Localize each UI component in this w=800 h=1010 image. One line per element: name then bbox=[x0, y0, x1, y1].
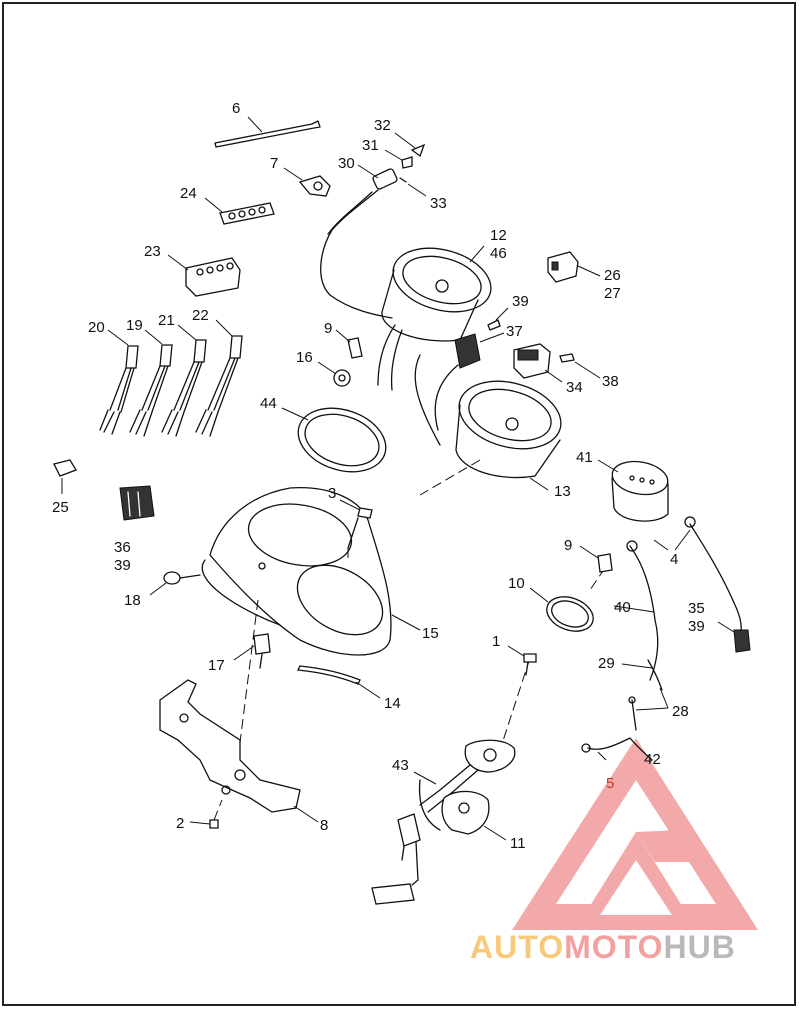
part-3-screw bbox=[339, 499, 373, 549]
callout-25: 25 bbox=[52, 499, 69, 516]
callout-30: 30 bbox=[338, 155, 355, 172]
callout-38: 38 bbox=[602, 373, 619, 390]
watermark-hub: HUB bbox=[663, 929, 735, 965]
part-9-bulb-upper bbox=[335, 329, 363, 359]
part-26-connector bbox=[547, 251, 601, 283]
part-25-clip bbox=[53, 459, 77, 494]
watermark-moto: MOTO bbox=[564, 929, 663, 965]
callout-42: 42 bbox=[644, 751, 661, 768]
watermark-auto: AUTO bbox=[470, 929, 564, 965]
part-4-wire-harness bbox=[626, 516, 742, 681]
part-16-socket bbox=[317, 361, 351, 387]
callout-41: 41 bbox=[576, 449, 593, 466]
callout-18: 18 bbox=[124, 592, 141, 609]
part-12-gauge-upper bbox=[377, 245, 492, 391]
part-43-bracket bbox=[371, 739, 516, 905]
part-42-wire bbox=[581, 737, 653, 761]
part-6-rod bbox=[214, 116, 321, 148]
callout-14: 14 bbox=[384, 695, 401, 712]
callout-33: 33 bbox=[430, 195, 447, 212]
part-29-wire bbox=[621, 659, 663, 691]
part-44-ring bbox=[281, 407, 387, 473]
part-40-wire bbox=[613, 605, 655, 613]
callout-6: 6 bbox=[232, 100, 240, 117]
callout-13: 13 bbox=[554, 483, 571, 500]
callout-37: 37 bbox=[506, 323, 523, 340]
part-21-pigtail bbox=[161, 324, 207, 437]
callout-labels: 6 32 31 7 30 33 24 12 46 23 26 27 39 20 … bbox=[52, 100, 705, 852]
callout-36: 36 bbox=[114, 539, 131, 556]
part-23-block bbox=[167, 254, 241, 297]
callout-9-upper: 9 bbox=[324, 320, 332, 337]
callout-5: 5 bbox=[606, 775, 614, 792]
callout-9-lower: 9 bbox=[564, 537, 572, 554]
svg-text:AUTOMOTOHUB: AUTOMOTOHUB bbox=[470, 929, 736, 965]
callout-3: 3 bbox=[328, 485, 336, 502]
callout-17: 17 bbox=[208, 657, 225, 674]
watermark-text: AUTOMOTOHUB bbox=[470, 929, 736, 965]
part-14-strip bbox=[296, 665, 381, 699]
callout-34: 34 bbox=[566, 379, 583, 396]
part-2-screw bbox=[189, 799, 223, 829]
callout-20: 20 bbox=[88, 319, 105, 336]
part-41-housing bbox=[597, 459, 669, 522]
part-39-terminal bbox=[487, 307, 509, 331]
part-15-cover bbox=[201, 486, 421, 656]
part-35-connector bbox=[717, 621, 751, 653]
part-18-plug bbox=[149, 571, 201, 596]
callout-39-top: 39 bbox=[512, 293, 529, 310]
part-9-bulb-lower bbox=[579, 545, 613, 573]
part-19-pigtail bbox=[129, 329, 173, 437]
part-17-switch bbox=[233, 633, 271, 669]
callout-16: 16 bbox=[296, 349, 313, 366]
callout-39-right: 39 bbox=[688, 618, 705, 635]
callout-19: 19 bbox=[126, 317, 143, 334]
part-8-bracket bbox=[159, 679, 319, 823]
part-22-pigtail bbox=[195, 319, 243, 437]
part-28-wire bbox=[628, 687, 669, 731]
part-20-pigtail bbox=[99, 329, 139, 435]
callout-7: 7 bbox=[270, 155, 278, 172]
part-38-terminal bbox=[559, 353, 601, 379]
part-37-connector bbox=[414, 332, 505, 446]
part-34-relay bbox=[513, 343, 563, 383]
callout-26: 26 bbox=[604, 267, 621, 284]
callout-12: 12 bbox=[490, 227, 507, 244]
callout-35: 35 bbox=[688, 600, 705, 617]
callout-31: 31 bbox=[362, 137, 379, 154]
callout-15: 15 bbox=[422, 625, 439, 642]
part-33-bulb bbox=[399, 177, 427, 197]
callout-2: 2 bbox=[176, 815, 184, 832]
part-30-bulb-socket bbox=[320, 164, 398, 319]
callout-23: 23 bbox=[144, 243, 161, 260]
callout-28: 28 bbox=[672, 703, 689, 720]
callout-1: 1 bbox=[492, 633, 500, 650]
callout-22: 22 bbox=[192, 307, 209, 324]
part-32-clip bbox=[394, 132, 426, 158]
watermark-logo bbox=[512, 738, 758, 930]
callout-27: 27 bbox=[604, 285, 621, 302]
callout-40: 40 bbox=[614, 599, 631, 616]
callout-39-mid: 39 bbox=[114, 557, 131, 574]
part-36-connector bbox=[119, 485, 155, 521]
callout-44: 44 bbox=[260, 395, 277, 412]
callout-24: 24 bbox=[180, 185, 197, 202]
callout-29: 29 bbox=[598, 655, 615, 672]
part-7-bracket bbox=[283, 167, 331, 197]
part-13-gauge-lower bbox=[455, 380, 562, 491]
callout-10: 10 bbox=[508, 575, 525, 592]
part-31-clip bbox=[384, 149, 413, 169]
part-10-ring bbox=[529, 587, 594, 632]
callout-32: 32 bbox=[374, 117, 391, 134]
part-1-screw bbox=[507, 645, 537, 676]
part-11-bracket bbox=[441, 790, 507, 841]
callout-4: 4 bbox=[670, 551, 678, 568]
callout-46: 46 bbox=[490, 245, 507, 262]
callout-21: 21 bbox=[158, 312, 175, 329]
part-24-grommet bbox=[204, 197, 275, 225]
callout-11: 11 bbox=[510, 835, 526, 852]
callout-43: 43 bbox=[392, 757, 409, 774]
callout-8: 8 bbox=[320, 817, 328, 834]
